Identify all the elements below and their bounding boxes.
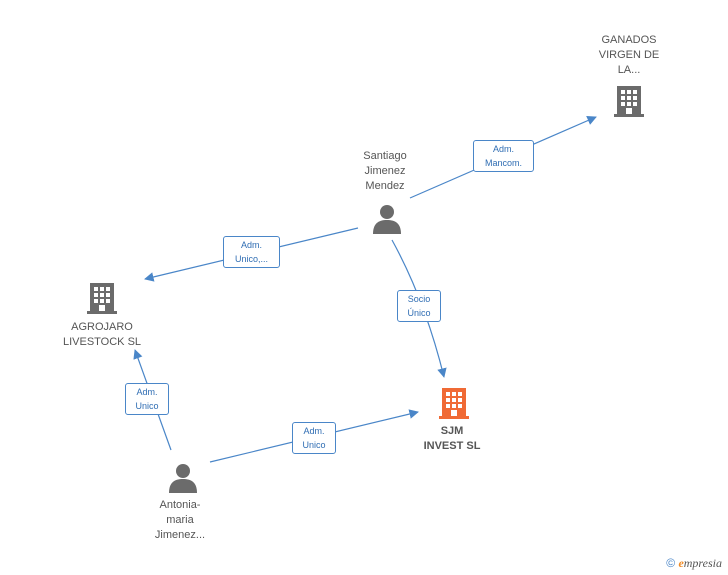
node-label-antonia[interactable]: Antonia- maria Jimenez...	[154, 499, 206, 541]
watermark: © empresia	[666, 556, 722, 571]
copyright-icon: ©	[666, 556, 676, 570]
node-label-sjm[interactable]: SJM INVEST SL	[423, 425, 481, 452]
node-label-agrojaro[interactable]: AGROJARO LIVESTOCK SL	[62, 321, 142, 348]
edge-label-antonia-sjm[interactable]: Adm. Unico	[292, 422, 336, 454]
person-icon[interactable]	[372, 203, 402, 235]
building-icon[interactable]	[438, 386, 470, 420]
building-icon[interactable]	[86, 281, 118, 315]
edge-label-santiago-agrojaro[interactable]: Adm. Unico,...	[223, 236, 280, 268]
node-label-santiago[interactable]: Santiago Jimenez Mendez	[363, 150, 407, 192]
edge-label-santiago-ganados[interactable]: Adm. Mancom.	[473, 140, 534, 172]
building-icon[interactable]	[613, 84, 645, 118]
edge-label-santiago-sjm[interactable]: Socio Único	[397, 290, 441, 322]
edge-label-antonia-agrojaro[interactable]: Adm. Unico	[125, 383, 169, 415]
brand-logo-e: e	[678, 556, 684, 570]
brand-logo-text: mpresia	[683, 556, 722, 570]
person-icon[interactable]	[168, 462, 198, 494]
node-label-ganados[interactable]: GANADOS VIRGEN DE LA...	[598, 34, 660, 76]
